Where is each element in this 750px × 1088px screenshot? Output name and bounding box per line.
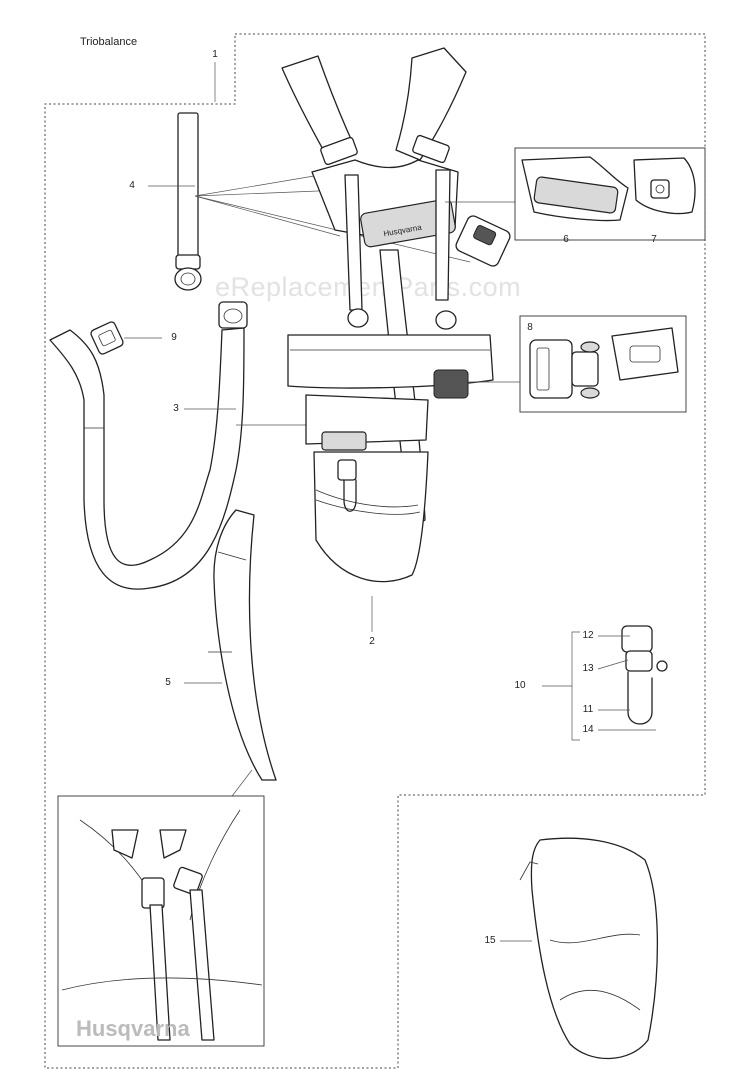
callout-2: 2 (369, 636, 375, 647)
callout-1: 1 (212, 49, 218, 60)
part-2-harness[interactable]: Husqvarna (281, 47, 512, 583)
watermark-text: eReplacementParts.com (215, 272, 522, 302)
part-6-back-pad[interactable] (521, 156, 629, 222)
part-5-hip-pad[interactable] (208, 509, 277, 781)
part-10-hook-assembly[interactable] (621, 625, 668, 725)
callout-11: 11 (582, 704, 594, 715)
leaders-10-14 (542, 631, 656, 741)
callout-4: 4 (129, 180, 135, 191)
part-8-buckle-set[interactable] (529, 327, 679, 399)
callout-7: 7 (651, 234, 657, 245)
diagram-title: Triobalance (80, 36, 138, 48)
inset-harness-detail: Husqvarna (61, 809, 263, 1041)
part-9-slide-buckle[interactable] (90, 321, 125, 356)
part-15-bag[interactable] (519, 837, 659, 1060)
part-4-strap[interactable] (174, 112, 202, 291)
assembly-boundary (44, 33, 706, 1069)
callout-6: 6 (563, 234, 569, 245)
callout-8: 8 (527, 322, 533, 333)
part-7-clip-pad[interactable] (633, 157, 696, 215)
callout-14: 14 (582, 724, 594, 735)
callout-9: 9 (171, 332, 177, 343)
inset-logo-text: Husqvarna (76, 1016, 190, 1041)
part-3-long-strap[interactable] (49, 301, 248, 590)
callout-10: 10 (514, 680, 526, 691)
callout-15: 15 (484, 935, 496, 946)
callout-12: 12 (582, 630, 594, 641)
callout-13: 13 (582, 663, 594, 674)
callout-5: 5 (165, 677, 171, 688)
leaders-4 (148, 174, 471, 263)
callout-3: 3 (173, 403, 179, 414)
